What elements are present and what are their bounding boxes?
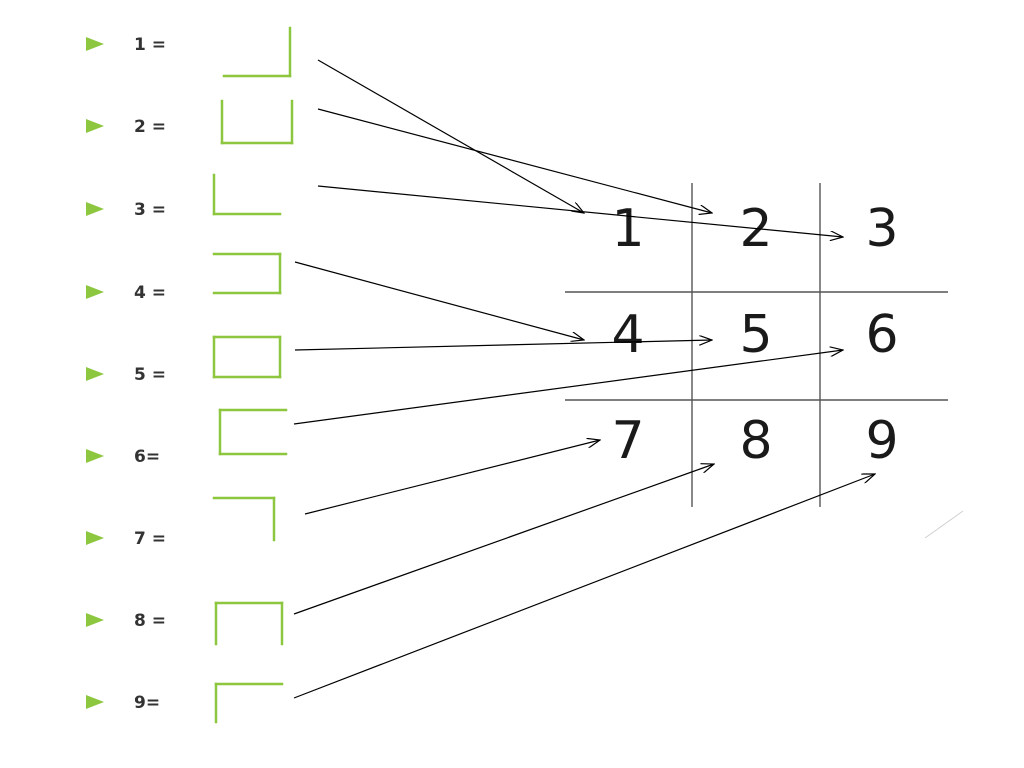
- legend-row-9: 9=: [86, 682, 284, 724]
- triangle-bullet-icon: [86, 613, 104, 627]
- pigpen-symbol-left-bottom-icon: [212, 173, 282, 216]
- legend-label: 2 =: [134, 117, 166, 137]
- pigpen-symbol-top-right-icon: [212, 496, 276, 542]
- legend-label: 9=: [134, 693, 160, 713]
- pigpen-symbol-top-left-icon: [214, 682, 284, 724]
- grid-cell-digit-9: 9: [865, 411, 898, 471]
- grid-cell-digit-7: 7: [611, 411, 644, 471]
- symbol-legend: 1 = 2 = 3 = 4 = 5 = 6= 7 = 8 = 9=: [86, 26, 294, 724]
- grid-cell-digit-8: 8: [739, 411, 772, 471]
- arrow-to-cell-1: [317, 59, 584, 213]
- legend-label: 8 =: [134, 611, 166, 631]
- triangle-bullet-icon: [86, 367, 104, 381]
- arrow-to-cell-9: [293, 474, 875, 699]
- arrow-to-cell-7: [304, 440, 600, 515]
- arrow-to-cell-4: [294, 261, 584, 340]
- grid-cell-digit-6: 6: [865, 305, 898, 365]
- pigpen-symbol-box-icon: [212, 335, 282, 379]
- grid-cell-digit-1: 1: [611, 199, 644, 259]
- legend-row-2: 2 =: [86, 99, 294, 145]
- triangle-bullet-icon: [86, 531, 104, 545]
- legend-label: 6=: [134, 447, 160, 467]
- decorative-slash: [924, 510, 964, 539]
- arrow-to-cell-3: [317, 185, 843, 237]
- legend-label: 3 =: [134, 200, 166, 220]
- arrow-to-cell-8: [293, 464, 714, 615]
- grid-cell-digit-3: 3: [865, 199, 898, 259]
- legend-row-8: 8 =: [86, 601, 284, 646]
- legend-row-4: 4 =: [86, 252, 282, 303]
- legend-label: 1 =: [134, 35, 166, 55]
- triangle-bullet-icon: [86, 695, 104, 709]
- tic-tac-toe-grid: 123456789: [565, 183, 948, 507]
- pigpen-symbol-top-left-bottom-icon: [218, 408, 288, 456]
- legend-label: 5 =: [134, 365, 166, 385]
- legend-row-7: 7 =: [86, 496, 276, 549]
- triangle-bullet-icon: [86, 37, 104, 51]
- arrow-to-cell-6: [293, 350, 843, 425]
- legend-row-5: 5 =: [86, 335, 282, 385]
- triangle-bullet-icon: [86, 285, 104, 299]
- connector-arrows: [293, 59, 875, 699]
- legend-row-3: 3 =: [86, 173, 282, 220]
- pigpen-symbol-left-bottom-right-icon: [220, 99, 294, 145]
- arrow-to-cell-5: [294, 340, 712, 351]
- triangle-bullet-icon: [86, 119, 104, 133]
- grid-cell-digit-4: 4: [611, 305, 644, 365]
- pigpen-symbol-top-right-bottom-icon: [212, 252, 282, 295]
- arrow-to-cell-2: [317, 108, 712, 213]
- triangle-bullet-icon: [86, 202, 104, 216]
- legend-row-6: 6=: [86, 408, 288, 467]
- legend-label: 7 =: [134, 529, 166, 549]
- pigpen-symbol-top-left-right-icon: [214, 601, 284, 646]
- grid-cell-digit-5: 5: [739, 305, 772, 365]
- pigpen-symbol-bottom-right-icon: [222, 26, 292, 78]
- legend-row-1: 1 =: [86, 26, 292, 78]
- legend-label: 4 =: [134, 283, 166, 303]
- triangle-bullet-icon: [86, 449, 104, 463]
